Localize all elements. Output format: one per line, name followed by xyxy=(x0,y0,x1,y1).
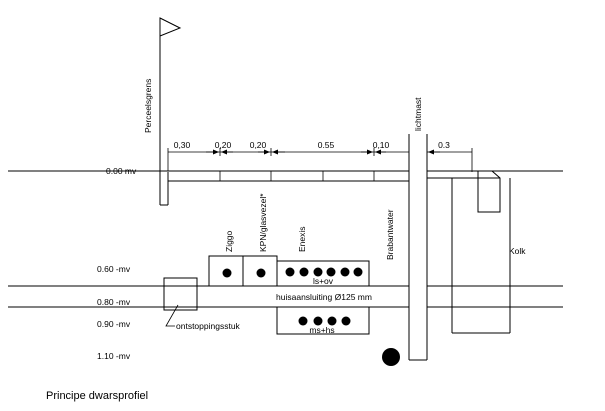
perceelsgrens-flag xyxy=(159,17,182,206)
kpn-cable xyxy=(256,268,266,278)
dim-055: 0.55 xyxy=(318,140,335,150)
dim-03: 0.3 xyxy=(438,140,450,150)
caption: Principe dwarsprofiel xyxy=(46,390,148,402)
level-000: 0.00 mv xyxy=(106,166,137,176)
level-110: 1.10 -mv xyxy=(97,351,131,361)
dim-020-a: 0,20 xyxy=(215,140,232,150)
ground-surface xyxy=(8,170,563,182)
ziggo-kpn-cables xyxy=(208,255,278,287)
label-kolk: Kolk xyxy=(509,246,526,256)
label-lichtmast: lichtmast xyxy=(413,97,423,131)
dim-030: 0,30 xyxy=(174,140,191,150)
lichtmast-pole xyxy=(408,134,428,361)
label-lsov: ls+ov xyxy=(313,276,334,286)
brabantwater-pipe xyxy=(382,348,400,366)
enexis-lsov-box xyxy=(276,260,370,287)
label-kpn-glasvezel: KPN/glasvezel* xyxy=(258,193,268,252)
level-080: 0.80 -mv xyxy=(97,297,131,307)
ziggo-cable xyxy=(222,268,232,278)
label-huisaansluiting: huisaansluiting Ø125 mm xyxy=(276,292,372,302)
label-ziggo: Ziggo xyxy=(224,230,234,252)
dim-020-b: 0,20 xyxy=(250,140,267,150)
label-brabantwater: Brabantwater xyxy=(385,209,395,260)
kolk xyxy=(451,170,511,334)
label-mshs: ms+hs xyxy=(309,325,334,335)
label-enexis: Enexis xyxy=(297,226,307,252)
level-060: 0.60 -mv xyxy=(97,264,131,274)
label-ontstoppingsstuk: ontstoppingsstuk xyxy=(176,321,241,331)
level-090: 0.90 -mv xyxy=(97,319,131,329)
enexis-mshs-box xyxy=(276,306,370,335)
ontstoppingsstuk xyxy=(163,277,198,327)
dimension-chain xyxy=(167,148,473,172)
label-perceelsgrens: Perceelsgrens xyxy=(143,79,153,133)
dim-010: 0,10 xyxy=(373,140,390,150)
